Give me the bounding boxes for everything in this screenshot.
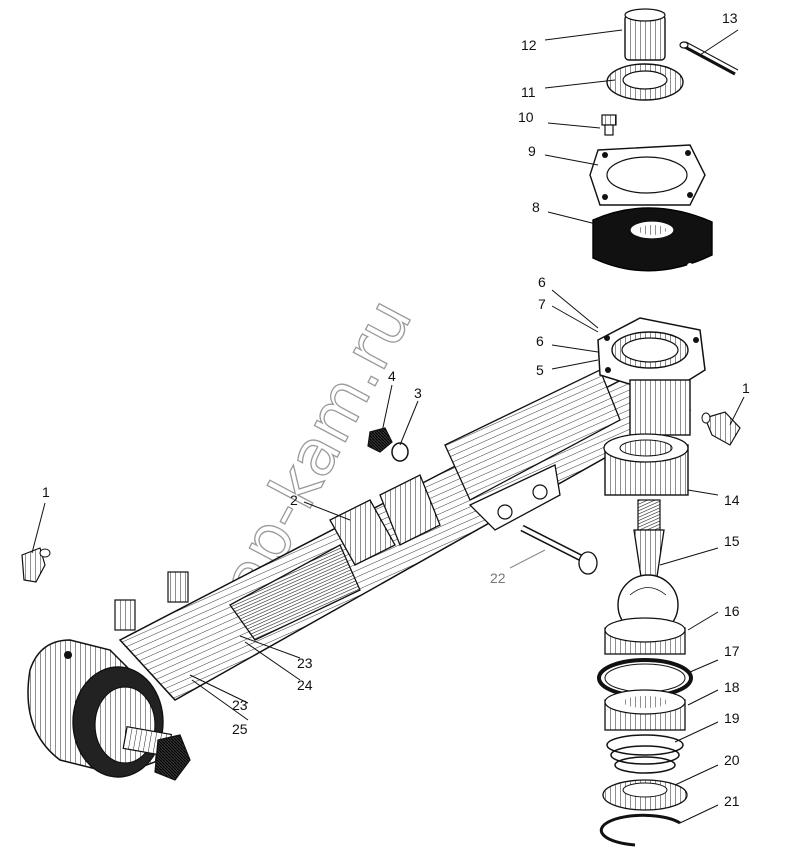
spring-19 — [606, 734, 684, 774]
retaining-ring-21 — [599, 813, 681, 847]
callout-6a: 6 — [538, 274, 546, 290]
callout-3: 3 — [414, 385, 422, 401]
callout-7: 7 — [538, 296, 546, 312]
grease-fitting-right — [701, 411, 741, 446]
washer-3 — [391, 442, 409, 462]
left-end-housing — [27, 571, 191, 781]
callout-9: 9 — [528, 143, 536, 159]
callout-21: 21 — [724, 793, 740, 809]
callout-22: 22 — [490, 570, 506, 586]
nut-4 — [367, 427, 393, 453]
tie-rod-tube — [118, 364, 692, 701]
callout-10: 10 — [518, 109, 534, 125]
callout-4: 4 — [388, 368, 396, 384]
insert-18 — [604, 689, 686, 731]
callout-11: 11 — [521, 84, 536, 100]
callout-labels: 1 1 2 3 4 5 6 6 7 8 9 10 11 12 13 14 15 … — [42, 10, 750, 809]
callout-18: 18 — [724, 679, 740, 695]
leader-lines — [31, 29, 745, 824]
callout-8: 8 — [532, 199, 540, 215]
bolt-10 — [601, 114, 617, 136]
bolt-22 — [520, 524, 598, 575]
cotter-pin — [679, 41, 739, 76]
gasket-9 — [589, 144, 706, 206]
grease-fitting-left — [21, 547, 51, 583]
callout-17: 17 — [724, 643, 740, 659]
callout-23a: 23 — [297, 655, 313, 671]
callout-2: 2 — [290, 492, 298, 508]
washer-11 — [606, 63, 684, 101]
callout-15: 15 — [724, 533, 740, 549]
ball-joint-housing — [597, 317, 706, 436]
callout-6b: 6 — [536, 333, 544, 349]
callout-5: 5 — [536, 362, 544, 378]
callout-19: 19 — [724, 710, 740, 726]
callout-20: 20 — [724, 752, 740, 768]
callout-23b: 23 — [232, 697, 248, 713]
bushing-14 — [603, 433, 689, 496]
callout-1b: 1 — [742, 380, 750, 396]
plate-20 — [602, 779, 688, 811]
callout-25: 25 — [232, 721, 248, 737]
callout-14: 14 — [724, 492, 740, 508]
callout-24: 24 — [297, 677, 313, 693]
callout-13: 13 — [722, 10, 738, 26]
castle-nut — [624, 8, 666, 61]
callout-16: 16 — [724, 603, 740, 619]
callout-12: 12 — [521, 37, 537, 53]
cover-8 — [592, 207, 713, 272]
ball-pin-15 — [617, 499, 679, 636]
callout-1a: 1 — [42, 484, 50, 500]
insert-16 — [604, 617, 686, 655]
